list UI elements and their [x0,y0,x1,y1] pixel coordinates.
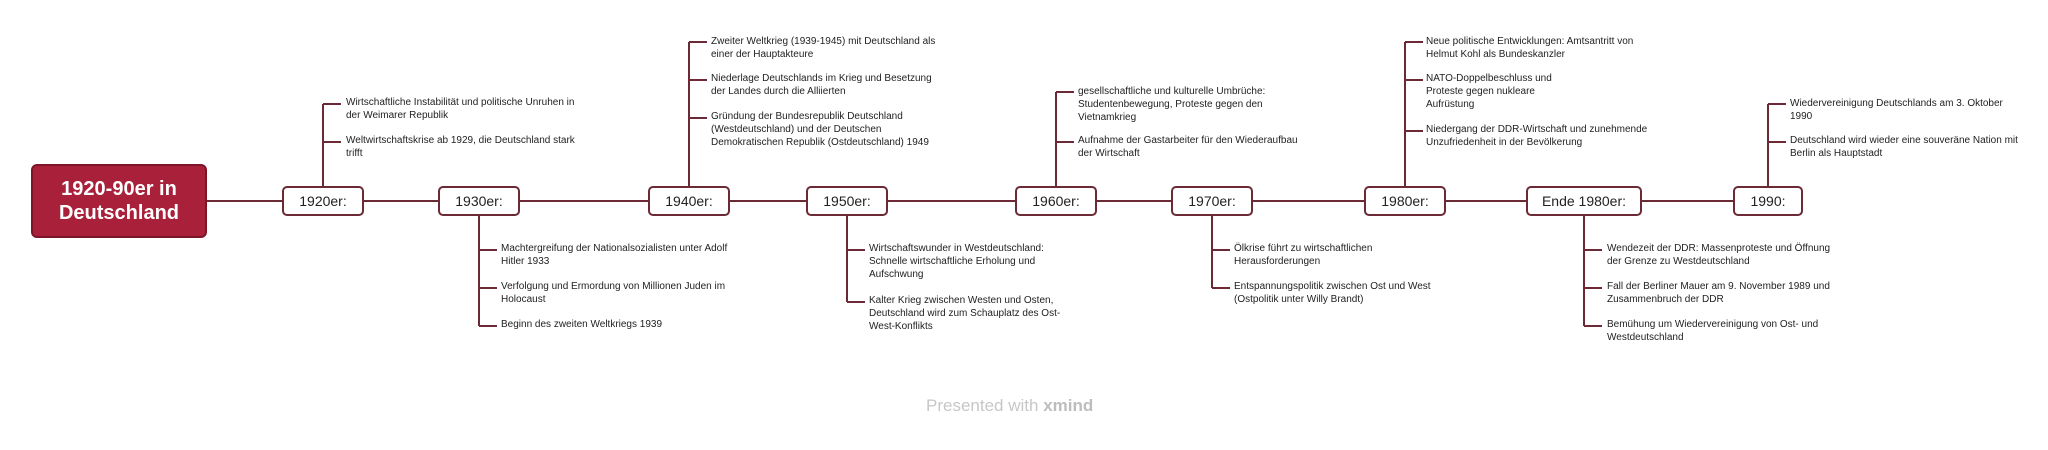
era-node-1970s[interactable]: 1970er: [1171,186,1253,216]
era-label: 1930er: [455,193,503,209]
era-label: 1940er: [665,193,713,209]
root-title-line1: 1920-90er in [61,178,177,200]
subtopic-1950s-2[interactable]: Kalter Krieg zwischen Westen und Osten, … [869,295,1061,332]
subtopic-late-1980s-1[interactable]: Wendezeit der DDR: Massenproteste und Öf… [1607,243,1831,267]
subtopic-1930s-1[interactable]: Machtergreifung der Nationalsozialisten … [501,243,728,267]
subtopic-1990-1[interactable]: Wiedervereinigung Deutschlands am 3. Okt… [1790,98,2003,122]
subtopic-late-1980s-2[interactable]: Fall der Berliner Mauer am 9. November 1… [1607,281,1830,305]
subtopic-1980s-1[interactable]: Neue politische Entwicklungen: Amtsantri… [1426,36,1634,60]
subtopic-1940s-2[interactable]: Niederlage Deutschlands im Krieg und Bes… [711,73,932,97]
presented-with-footer: Presented with xmind [926,396,1093,416]
era-node-1930s[interactable]: 1930er: [438,186,520,216]
subtopic-1960s-2[interactable]: Aufnahme der Gastarbeiter für den Wieder… [1078,135,1298,159]
era-node-1980s[interactable]: 1980er: [1364,186,1446,216]
era-label: 1990: [1750,193,1786,209]
subtopic-1980s-3[interactable]: Niedergang der DDR-Wirtschaft und zunehm… [1426,124,1648,148]
subtopic-1990-2[interactable]: Deutschland wird wieder eine souveräne N… [1790,135,2018,159]
era-node-1920s[interactable]: 1920er: [282,186,364,216]
subtopic-late-1980s-3[interactable]: Bemühung um Wiedervereinigung von Ost- u… [1607,319,1819,343]
subtopic-1970s-1[interactable]: Ölkrise führt zu wirtschaftlichen Heraus… [1234,243,1373,267]
xmind-brand: xmind [1043,396,1094,415]
subtopic-1940s-1[interactable]: Zweiter Weltkrieg (1939-1945) mit Deutsc… [711,36,936,60]
era-node-1950s[interactable]: 1950er: [806,186,888,216]
subtopic-1920s-1[interactable]: Wirtschaftliche Instabilität und politis… [346,97,575,121]
root-topic[interactable]: 1920-90er in Deutschland [31,164,207,238]
era-node-1960s[interactable]: 1960er: [1015,186,1097,216]
era-node-late-1980s[interactable]: Ende 1980er: [1526,186,1642,216]
subtopic-1930s-3[interactable]: Beginn des zweiten Weltkriegs 1939 [501,319,663,330]
subtopic-1960s-1[interactable]: gesellschaftliche und kulturelle Umbrüch… [1078,86,1266,123]
subtopic-1950s-1[interactable]: Wirtschaftswunder in Westdeutschland: Sc… [869,243,1044,280]
era-label: Ende 1980er: [1541,193,1627,209]
footer-prefix: Presented with [926,396,1039,415]
era-label: 1970er: [1188,193,1236,209]
subtopic-1970s-2[interactable]: Entspannungspolitik zwischen Ost und Wes… [1234,281,1431,305]
era-label: 1980er: [1381,193,1429,209]
subtopic-1980s-2[interactable]: NATO-Doppelbeschluss und Proteste gegen … [1426,73,1552,110]
subtopic-1940s-3[interactable]: Gründung der Bundesrepublik Deutschland … [711,111,929,148]
subtopic-1920s-2[interactable]: Weltwirtschaftskrise ab 1929, die Deutsc… [346,135,575,159]
era-node-1940s[interactable]: 1940er: [648,186,730,216]
era-label: 1950er: [823,193,871,209]
era-node-1990[interactable]: 1990: [1733,186,1803,216]
era-label: 1920er: [299,193,347,209]
subtopic-1930s-2[interactable]: Verfolgung und Ermordung von Millionen J… [501,281,726,305]
root-title-line2: Deutschland [58,202,180,224]
era-label: 1960er: [1032,193,1080,209]
